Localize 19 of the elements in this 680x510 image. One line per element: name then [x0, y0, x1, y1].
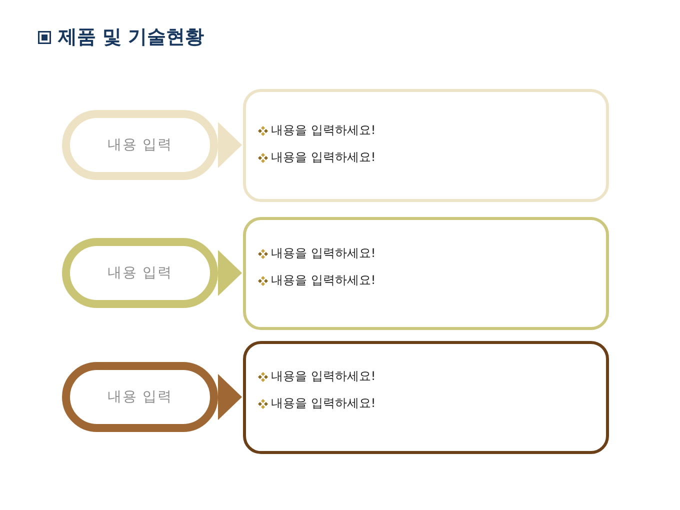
bullet-text: 내용을 입력하세요! — [271, 150, 376, 165]
arrow — [218, 374, 242, 420]
arrow — [218, 250, 242, 296]
pill-label: 내용 입력 — [107, 388, 173, 406]
arrow — [218, 122, 242, 168]
bullet-text: 내용을 입력하세요! — [271, 273, 376, 288]
pill-label: 내용 입력 — [107, 264, 173, 282]
bullet-text: 내용을 입력하세요! — [271, 369, 376, 384]
rounded-pill — [62, 238, 218, 308]
rounded-box — [243, 341, 609, 454]
pill-label: 내용 입력 — [107, 136, 173, 154]
title: 제품 및 기술현황 — [58, 25, 204, 50]
bullet-text: 내용을 입력하세요! — [271, 246, 376, 261]
bullet-text: 내용을 입력하세요! — [271, 396, 376, 411]
rounded-pill — [62, 110, 218, 180]
rounded-box — [243, 89, 609, 202]
rounded-box — [243, 217, 609, 330]
rounded-pill — [62, 362, 218, 432]
bullet-text: 내용을 입력하세요! — [271, 123, 376, 138]
